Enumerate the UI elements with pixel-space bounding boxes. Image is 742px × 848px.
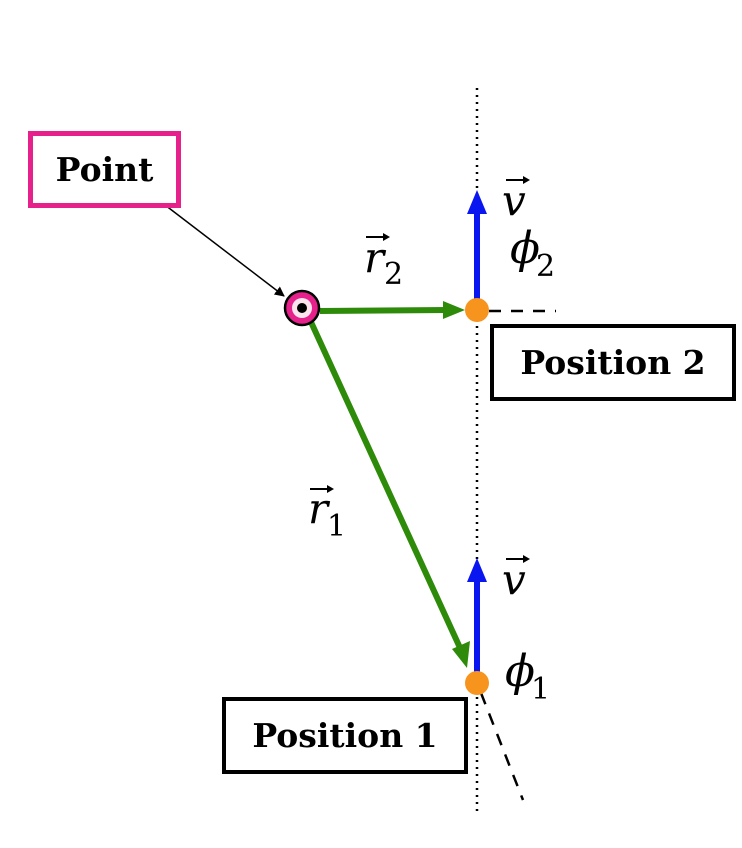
symbol-r2: r 2 — [364, 233, 403, 292]
svg-text:2: 2 — [536, 249, 555, 284]
position-2-label-box: Position 2 — [490, 324, 736, 401]
svg-text:v: v — [502, 555, 526, 604]
particle-position-1 — [465, 671, 489, 695]
svg-text:1: 1 — [531, 672, 550, 707]
position-vector-r2 — [319, 307, 449, 314]
symbol-r1: r 1 — [308, 484, 346, 544]
svg-text:ϕ: ϕ — [510, 223, 540, 274]
velocity-vector-1-arrowhead — [467, 558, 487, 582]
position-1-label-box: Position 1 — [222, 697, 468, 774]
svg-text:2: 2 — [384, 257, 403, 292]
position-vector-r1-arrowhead — [452, 641, 470, 668]
point-marker — [283, 289, 321, 327]
svg-text:v: v — [502, 176, 526, 225]
point-label-box: Point — [28, 131, 181, 208]
position-1-label: Position 1 — [252, 716, 438, 755]
symbol-v-2: v — [502, 176, 530, 225]
svg-text:r: r — [364, 233, 387, 282]
position-vector-r2-arrowhead — [443, 301, 465, 319]
point-label: Point — [55, 150, 154, 189]
dashed-reference-line-1 — [479, 692, 525, 801]
position-2-label: Position 2 — [520, 343, 706, 382]
velocity-vector-2-arrowhead — [467, 190, 487, 214]
symbol-phi1: ϕ 1 — [505, 646, 550, 707]
particle-position-2 — [465, 298, 489, 322]
svg-text:r: r — [308, 484, 331, 533]
svg-text:1: 1 — [327, 509, 346, 544]
label-pointer-arrow — [164, 204, 285, 297]
symbol-phi2: ϕ 2 — [510, 223, 555, 284]
svg-text:ϕ: ϕ — [505, 646, 535, 697]
position-vector-r1 — [308, 320, 464, 652]
symbol-v-1: v — [502, 555, 530, 604]
